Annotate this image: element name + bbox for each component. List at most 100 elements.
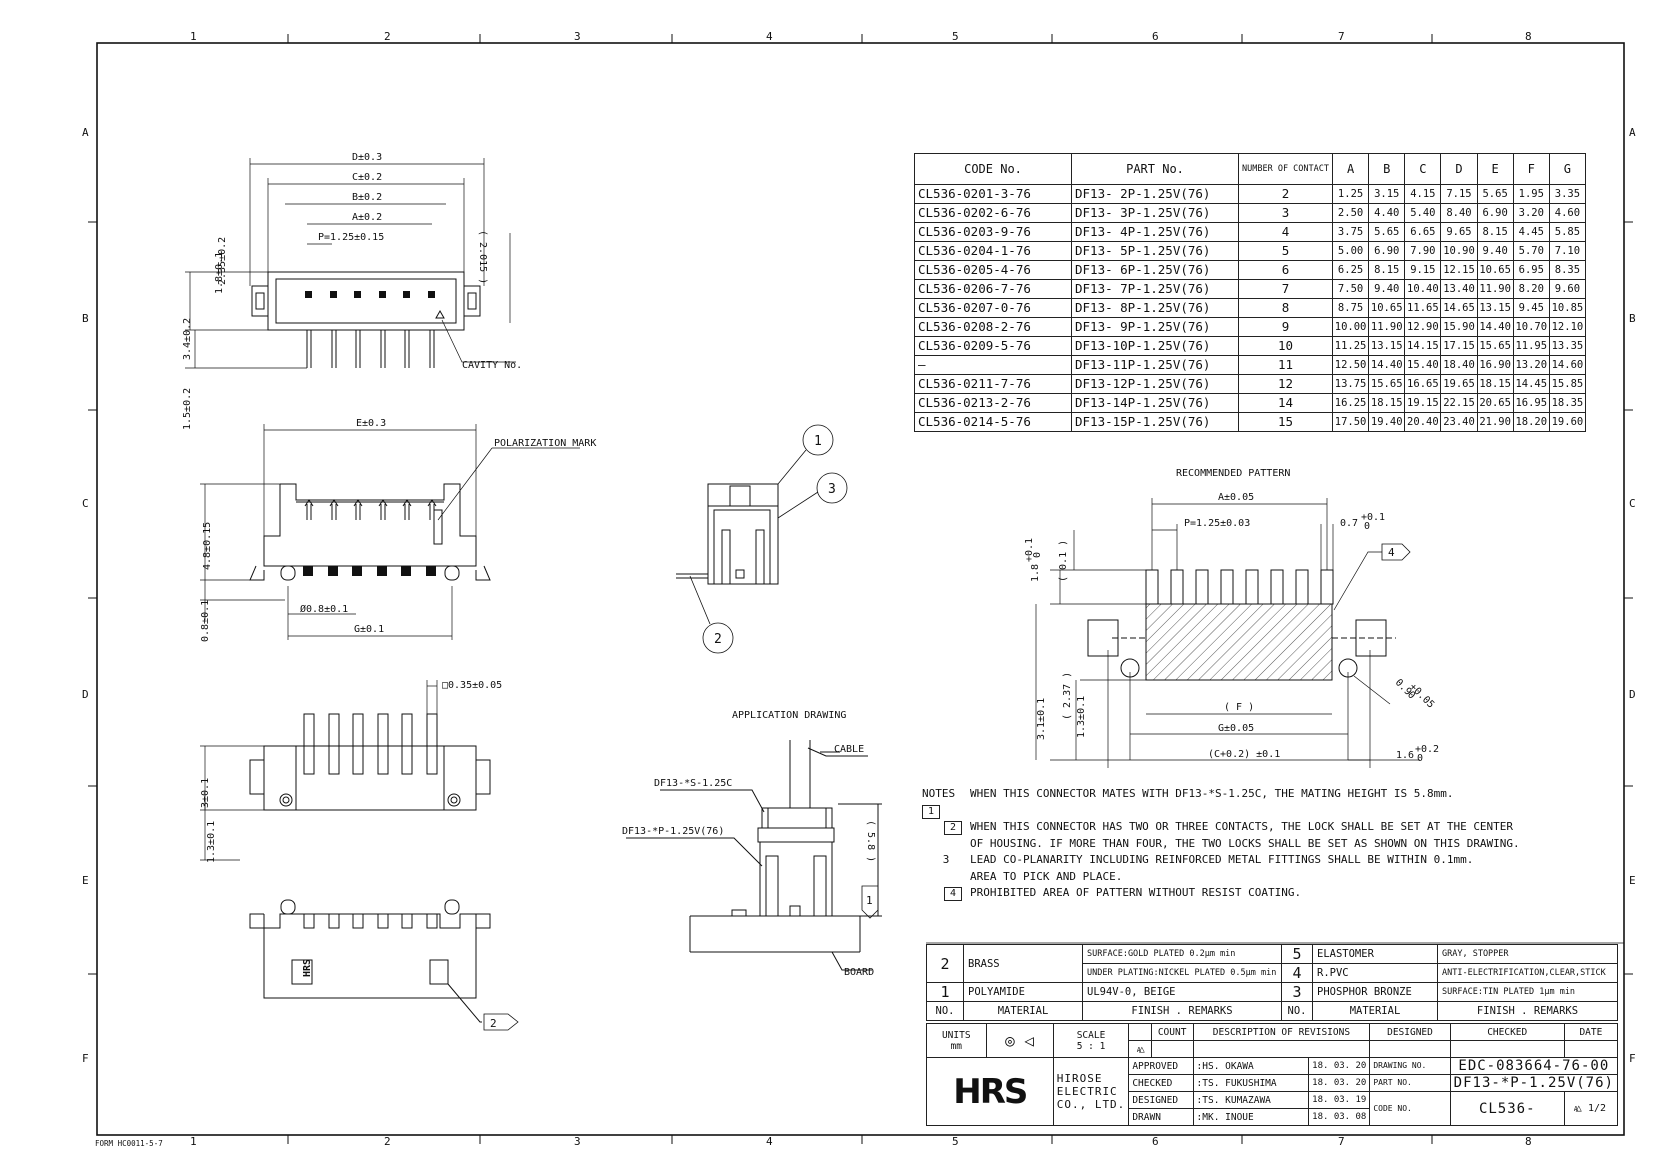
pattern-pad-w: 0.7 bbox=[1340, 518, 1358, 529]
pattern-pitch2-tol2: 0 bbox=[1417, 753, 1423, 764]
dim-f-cell: 16.95 bbox=[1512, 393, 1550, 413]
header-g: G bbox=[1548, 153, 1587, 185]
dim-f-cell: 13.20 bbox=[1512, 355, 1550, 375]
dim-f-cell: 5.70 bbox=[1512, 241, 1550, 261]
part-no: DF13-*P-1.25V(76) bbox=[1449, 1074, 1619, 1092]
code-no-cell: CL536-0207-0-76 bbox=[914, 298, 1072, 318]
mat-finish-3: SURFACE:TIN PLATED 1μm min bbox=[1437, 982, 1618, 1002]
dim-hole: Ø0.8±0.1 bbox=[300, 603, 348, 615]
dim-f-cell: 10.70 bbox=[1512, 317, 1550, 337]
header-b: B bbox=[1368, 153, 1406, 185]
dim-1-3: 1.3±0.1 bbox=[206, 821, 217, 863]
zone-col-6: 6 bbox=[1152, 30, 1159, 43]
part-no-cell: DF13- 8P-1.25V(76) bbox=[1071, 298, 1239, 318]
dim-g-cell: 18.35 bbox=[1548, 393, 1587, 413]
mat-header-material-2: MATERIAL bbox=[1312, 1001, 1438, 1021]
mat-header-finish-2: FINISH . REMARKS bbox=[1437, 1001, 1618, 1021]
mat-no-3: 3 bbox=[1281, 982, 1313, 1002]
header-e: E bbox=[1476, 153, 1514, 185]
code-no-cell: CL536-0204-1-76 bbox=[914, 241, 1072, 261]
designed-role: DESIGNED bbox=[1128, 1091, 1194, 1109]
approved-date: 18. 03. 20 bbox=[1308, 1057, 1371, 1075]
dim-a-cell: 13.75 bbox=[1331, 374, 1370, 394]
company-line-3: CO., LTD. bbox=[1056, 1098, 1126, 1111]
dim-c-cell: 15.40 bbox=[1404, 355, 1442, 375]
zone-col-2: 2 bbox=[384, 30, 391, 43]
dim-d-cell: 18.40 bbox=[1440, 355, 1478, 375]
dim-f-cell: 9.45 bbox=[1512, 298, 1550, 318]
pattern-h2: 1.3±0.1 bbox=[1076, 696, 1087, 738]
dim-pin-square: □0.35±0.05 bbox=[442, 680, 502, 691]
polarization-label: POLARIZATION MARK bbox=[494, 438, 596, 449]
dim-e-cell: 15.65 bbox=[1476, 336, 1514, 356]
dim-b-cell: 5.65 bbox=[1368, 222, 1406, 242]
dim-1-8: 1.8±0.1 bbox=[214, 252, 225, 294]
pattern-pad-h-tol2: 0 bbox=[1032, 552, 1043, 558]
drawing-no-label: DRAWING NO. bbox=[1369, 1057, 1451, 1075]
dim-g-cell: 10.85 bbox=[1548, 298, 1587, 318]
dim-a-cell: 8.75 bbox=[1331, 298, 1370, 318]
part-no-cell: DF13- 4P-1.25V(76) bbox=[1071, 222, 1239, 242]
note-row-3b: AREA TO PICK AND PLACE. bbox=[922, 869, 1520, 886]
drawn-name: :MK. INOUE bbox=[1192, 1108, 1310, 1126]
header-d: D bbox=[1440, 153, 1478, 185]
sheet-number: 1/2 bbox=[1588, 1103, 1607, 1114]
dim-d-cell: 14.65 bbox=[1440, 298, 1478, 318]
pattern-c: (C+0.2) ±0.1 bbox=[1208, 749, 1280, 760]
dim-f-cell: 11.95 bbox=[1512, 336, 1550, 356]
material-header-row: NO. MATERIAL FINISH . REMARKS NO. MATERI… bbox=[926, 1001, 1618, 1021]
company-name: HIROSE ELECTRIC CO., LTD. bbox=[1052, 1057, 1130, 1126]
dim-a-cell: 3.75 bbox=[1331, 222, 1370, 242]
svg-text:4: 4 bbox=[1388, 546, 1395, 559]
pattern-paren1: ( 0.1 ) bbox=[1058, 540, 1069, 582]
dim-c-cell: 20.40 bbox=[1404, 412, 1442, 432]
approved-role: APPROVED bbox=[1128, 1057, 1194, 1075]
drawn-role: DRAWN bbox=[1128, 1108, 1194, 1126]
mate-label: DF13-*S-1.25C bbox=[654, 778, 732, 789]
dim-d-cell: 15.90 bbox=[1440, 317, 1478, 337]
zone-col-5-bottom: 5 bbox=[952, 1135, 959, 1148]
part-no-cell: DF13- 9P-1.25V(76) bbox=[1071, 317, 1239, 337]
dim-b-cell: 4.40 bbox=[1368, 203, 1406, 223]
units-value: mm bbox=[950, 1040, 962, 1052]
dim-a-cell: 11.25 bbox=[1331, 336, 1370, 356]
mat-no-2: 2 bbox=[926, 944, 964, 983]
zone-row-f-right: F bbox=[1629, 1052, 1636, 1065]
mat-no-4: 4 bbox=[1281, 963, 1313, 983]
units-label: UNITS bbox=[941, 1029, 971, 1041]
contacts-cell: 9 bbox=[1238, 317, 1333, 337]
company-line-2: ELECTRIC bbox=[1056, 1085, 1118, 1098]
code-no-label: CODE NO. bbox=[1369, 1091, 1451, 1126]
dim-f-cell: 3.20 bbox=[1512, 203, 1550, 223]
zone-col-3: 3 bbox=[574, 30, 581, 43]
note-text-1: WHEN THIS CONNECTOR MATES WITH DF13-*S-1… bbox=[970, 787, 1454, 800]
dim-c-cell: 9.15 bbox=[1404, 260, 1442, 280]
mat-header-no: NO. bbox=[926, 1001, 964, 1021]
checked-role: CHECKED bbox=[1128, 1074, 1194, 1092]
zone-col-7: 7 bbox=[1338, 30, 1345, 43]
dim-c-cell: 11.65 bbox=[1404, 298, 1442, 318]
projection-circle-icon: ◎ bbox=[1005, 1031, 1015, 1050]
hrs-logo: HRS bbox=[953, 1071, 1028, 1112]
dim-d-cell: 22.15 bbox=[1440, 393, 1478, 413]
title-block-approved-row: HRS HIROSE ELECTRIC CO., LTD. APPROVED :… bbox=[926, 1057, 1619, 1126]
note-row-1: NOTES 1 WHEN THIS CONNECTOR MATES WITH D… bbox=[922, 786, 1520, 819]
note-text-2b: OF HOUSING. IF MORE THAN FOUR, THE TWO L… bbox=[970, 836, 1520, 850]
zone-row-d-right: D bbox=[1629, 688, 1636, 701]
mat-finish-2b: UNDER PLATING:NICKEL PLATED 0.5μm min bbox=[1082, 963, 1282, 983]
note-row-4: 4 PROHIBITED AREA OF PATTERN WITHOUT RES… bbox=[922, 885, 1520, 902]
mat-name-2: BRASS bbox=[963, 944, 1083, 983]
side-view bbox=[676, 483, 779, 585]
code-no-cell: CL536-0202-6-76 bbox=[914, 203, 1072, 223]
designed-date: 18. 03. 19 bbox=[1308, 1091, 1371, 1109]
title-block-revision-row-2: △A bbox=[927, 1040, 1619, 1058]
mat-no-1: 1 bbox=[926, 982, 964, 1002]
dim-g-cell: 4.60 bbox=[1548, 203, 1587, 223]
pattern-g: G±0.05 bbox=[1218, 723, 1254, 734]
header-c: C bbox=[1404, 153, 1442, 185]
zone-row-d: D bbox=[82, 688, 89, 701]
zone-col-2-bottom: 2 bbox=[384, 1135, 391, 1148]
